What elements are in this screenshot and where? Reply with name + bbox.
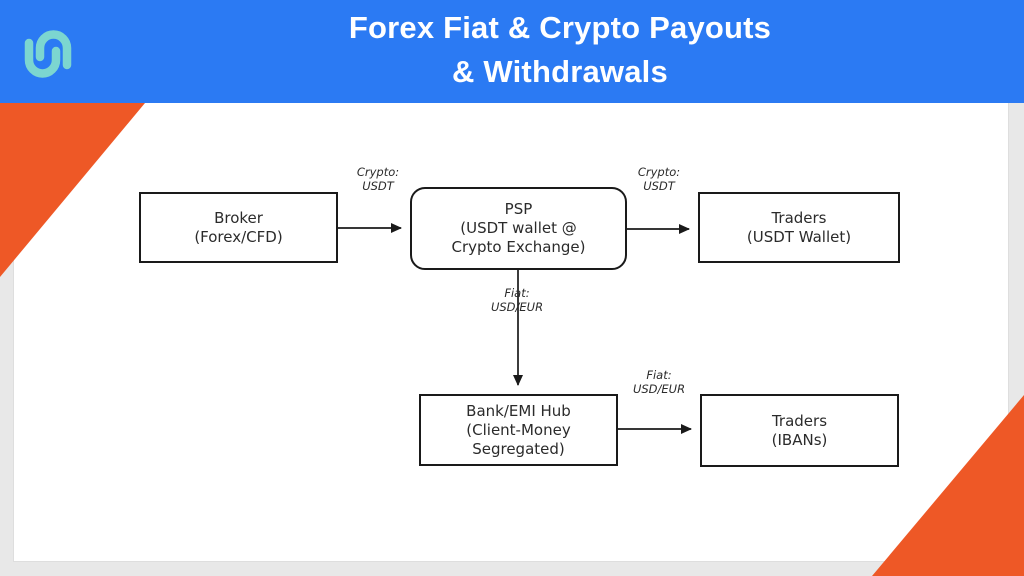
node-traders-usdt-wallet: Traders (USDT Wallet)	[698, 192, 900, 263]
header-bar: Forex Fiat & Crypto Payouts & Withdrawal…	[0, 0, 1024, 103]
node-psp: PSP (USDT wallet @ Crypto Exchange)	[410, 187, 627, 270]
edge-label-crypto-usdt-right: Crypto: USDT	[637, 165, 681, 193]
title-line-1: Forex Fiat & Crypto Payouts	[348, 10, 772, 45]
edge-label-crypto-usdt-left: Crypto: USDT	[356, 165, 400, 193]
node-traders-ibans: Traders (IBANs)	[700, 394, 899, 467]
logo-icon	[24, 30, 72, 78]
title-line-2: & Withdrawals	[452, 54, 668, 89]
node-bank-emi-hub: Bank/EMI Hub (Client-Money Segregated)	[419, 394, 618, 466]
page-title: Forex Fiat & Crypto Payouts & Withdrawal…	[96, 6, 1024, 94]
edge-label-fiat-usd-eur-vertical: Fiat: USD/EUR	[490, 286, 544, 314]
node-broker: Broker (Forex/CFD)	[139, 192, 338, 263]
edge-label-fiat-usd-eur-bottom: Fiat: USD/EUR	[632, 368, 686, 396]
